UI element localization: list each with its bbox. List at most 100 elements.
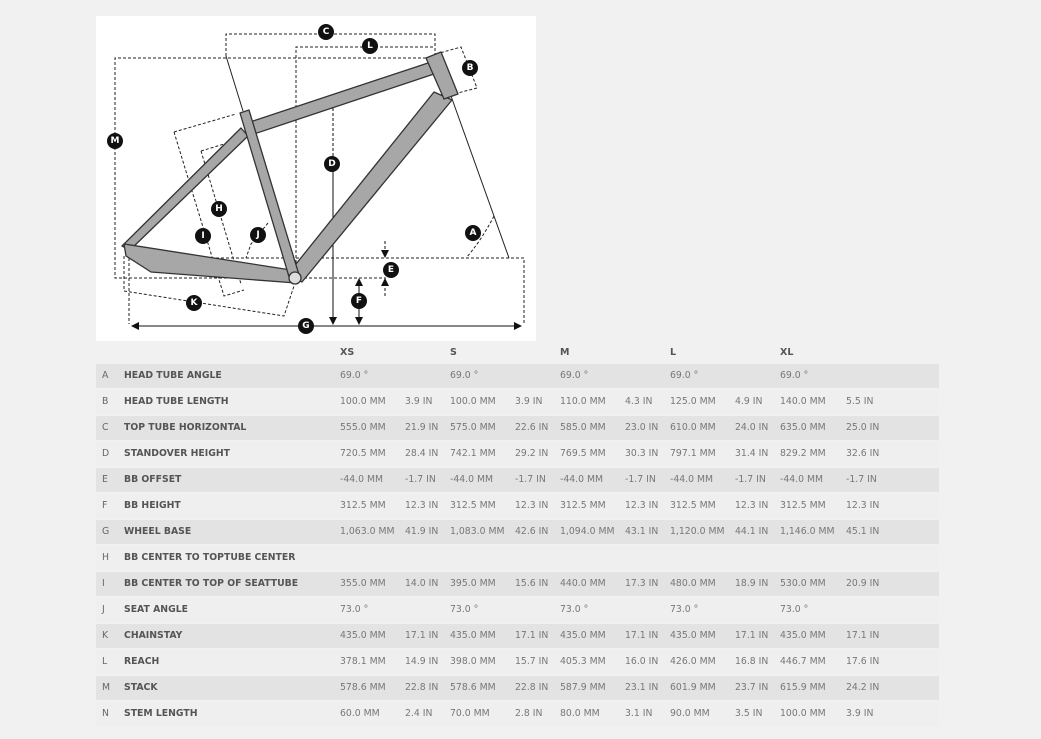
metric-value: -44.0 MM — [340, 474, 384, 485]
row-name: STACK — [124, 682, 158, 693]
metric-value: 355.0 MM — [340, 578, 386, 589]
row-name: WHEEL BASE — [124, 526, 192, 537]
metric-value: 140.0 MM — [780, 396, 826, 407]
row-name: CHAINSTAY — [124, 630, 183, 641]
row-letter: F — [102, 500, 108, 511]
imperial-value: 15.7 IN — [515, 656, 549, 667]
solid-axis-lines — [225, 55, 510, 259]
metric-value: 720.5 MM — [340, 448, 386, 459]
imperial-value: 23.7 IN — [735, 682, 769, 693]
imperial-value: 4.3 IN — [625, 396, 653, 407]
metric-value: 769.5 MM — [560, 448, 606, 459]
imperial-value: 31.4 IN — [735, 448, 769, 459]
imperial-value: -1.7 IN — [735, 474, 766, 485]
label-f: F — [351, 293, 367, 309]
imperial-value: 20.9 IN — [846, 578, 880, 589]
metric-value: 1,094.0 MM — [560, 526, 615, 537]
label-m: M — [107, 133, 123, 149]
metric-value: 435.0 MM — [560, 630, 606, 641]
metric-value: 797.1 MM — [670, 448, 716, 459]
imperial-value: 44.1 IN — [735, 526, 769, 537]
label-b: B — [462, 60, 478, 76]
imperial-value: 2.4 IN — [405, 708, 433, 719]
metric-value: 69.0 ° — [780, 370, 809, 381]
row-name: HEAD TUBE LENGTH — [124, 396, 229, 407]
row-name: TOP TUBE HORIZONTAL — [124, 422, 247, 433]
imperial-value: 45.1 IN — [846, 526, 880, 537]
metric-value: 398.0 MM — [450, 656, 496, 667]
metric-value: 578.6 MM — [340, 682, 386, 693]
imperial-value: 21.9 IN — [405, 422, 439, 433]
imperial-value: 17.1 IN — [405, 630, 439, 641]
row-letter: B — [102, 396, 109, 407]
imperial-value: 24.2 IN — [846, 682, 880, 693]
metric-value: 73.0 ° — [340, 604, 369, 615]
metric-value: 601.9 MM — [670, 682, 716, 693]
imperial-value: 18.9 IN — [735, 578, 769, 589]
metric-value: 587.9 MM — [560, 682, 606, 693]
metric-value: 405.3 MM — [560, 656, 606, 667]
imperial-value: 17.1 IN — [846, 630, 880, 641]
imperial-value: 17.3 IN — [625, 578, 659, 589]
label-e: E — [383, 262, 399, 278]
row-name: BB CENTER TO TOPTUBE CENTER — [124, 552, 296, 563]
imperial-value: 12.3 IN — [405, 500, 439, 511]
metric-value: -44.0 MM — [450, 474, 494, 485]
imperial-value: 12.3 IN — [625, 500, 659, 511]
metric-value: 578.6 MM — [450, 682, 496, 693]
svg-text:J: J — [255, 230, 259, 240]
metric-value: 73.0 ° — [780, 604, 809, 615]
metric-value: 312.5 MM — [670, 500, 716, 511]
row-name: STEM LENGTH — [124, 708, 198, 719]
dimension-labels: C L B M D H I J A E F K G — [107, 24, 481, 334]
metric-value: 100.0 MM — [450, 396, 496, 407]
label-l: L — [362, 38, 378, 54]
metric-value: 555.0 MM — [340, 422, 386, 433]
metric-value: 312.5 MM — [450, 500, 496, 511]
label-j: J — [250, 227, 266, 243]
label-a: A — [465, 225, 481, 241]
metric-value: 69.0 ° — [450, 370, 479, 381]
imperial-value: 14.9 IN — [405, 656, 439, 667]
metric-value: 1,063.0 MM — [340, 526, 395, 537]
imperial-value: 17.1 IN — [625, 630, 659, 641]
svg-text:E: E — [388, 265, 394, 275]
imperial-value: 12.3 IN — [735, 500, 769, 511]
imperial-value: -1.7 IN — [515, 474, 546, 485]
imperial-value: 22.8 IN — [405, 682, 439, 693]
imperial-value: 16.0 IN — [625, 656, 659, 667]
metric-value: 1,146.0 MM — [780, 526, 835, 537]
imperial-value: -1.7 IN — [846, 474, 877, 485]
metric-value: 378.1 MM — [340, 656, 386, 667]
size-header: S — [450, 347, 457, 358]
imperial-value: 3.5 IN — [735, 708, 763, 719]
size-header: XL — [780, 347, 794, 358]
metric-value: 73.0 ° — [450, 604, 479, 615]
metric-value: 1,120.0 MM — [670, 526, 725, 537]
arrows — [131, 99, 522, 330]
svg-text:A: A — [470, 228, 477, 238]
imperial-value: 22.6 IN — [515, 422, 549, 433]
imperial-value: 28.4 IN — [405, 448, 439, 459]
metric-value: 426.0 MM — [670, 656, 716, 667]
metric-value: -44.0 MM — [560, 474, 604, 485]
svg-text:M: M — [111, 136, 120, 146]
metric-value: 615.9 MM — [780, 682, 826, 693]
size-header-row: XS S M L XL — [96, 340, 939, 364]
size-header: L — [670, 347, 677, 358]
svg-text:K: K — [191, 298, 199, 308]
size-header: M — [560, 347, 570, 358]
seat-stay — [121, 127, 249, 251]
imperial-value: 17.1 IN — [515, 630, 549, 641]
row-name: STANDOVER HEIGHT — [124, 448, 230, 459]
row-letter: D — [102, 448, 110, 459]
row-name: BB CENTER TO TOP OF SEATTUBE — [124, 578, 299, 589]
label-c: C — [318, 24, 334, 40]
